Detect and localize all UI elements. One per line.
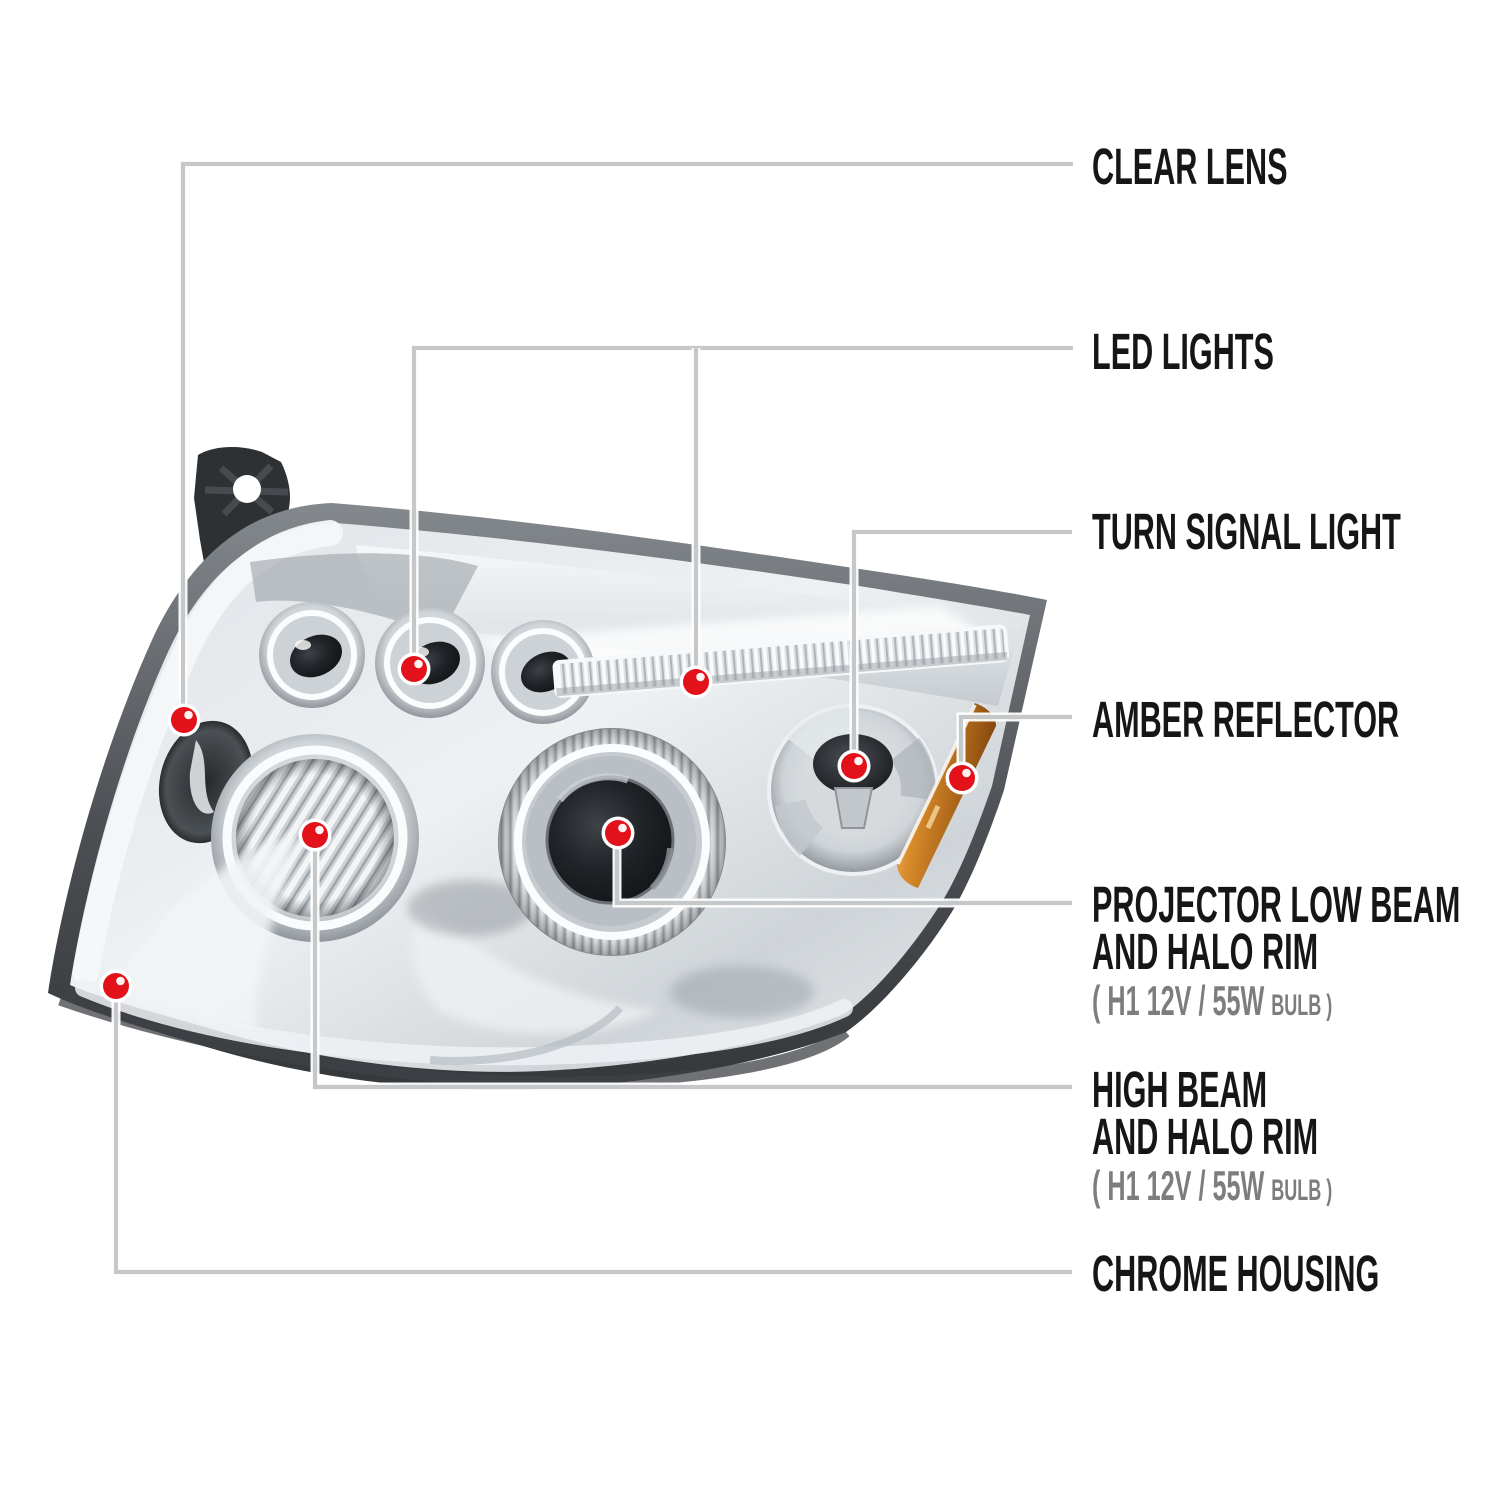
lower-center-highlight bbox=[412, 900, 660, 1034]
chrome-housing-leader-line bbox=[113, 987, 1072, 1275]
chrome-housing-marker-dot bbox=[103, 973, 129, 999]
led-lights-marker-spec bbox=[696, 672, 705, 682]
turn-signal-assembly bbox=[767, 704, 939, 876]
clear-lens-marker-spec bbox=[184, 710, 193, 720]
led-lights-marker-dot bbox=[683, 669, 709, 695]
bottom-ring-arc bbox=[429, 1005, 623, 1065]
shadow-pocket-2 bbox=[670, 966, 814, 1018]
clear-lens-leader-casing bbox=[178, 159, 1073, 720]
amber-reflector-marker-dot bbox=[949, 765, 975, 791]
bracket-hole bbox=[233, 475, 261, 503]
projector-low-beam-marker-dot bbox=[605, 820, 631, 846]
led-lights-leader-line bbox=[411, 345, 1073, 669]
turn-signal-light-marker-spec bbox=[854, 756, 863, 766]
shadow-pocket-1 bbox=[408, 880, 532, 936]
led-lights-leader-casing bbox=[409, 343, 1073, 669]
amber-reflector-leader-casing bbox=[956, 712, 1072, 778]
led-lights-marker-dot bbox=[401, 656, 427, 682]
clear-lens-band bbox=[73, 520, 343, 985]
high-beam-marker-spec bbox=[315, 825, 324, 835]
small-halo-rings bbox=[259, 602, 595, 724]
amber-reflector-marker-spec bbox=[962, 768, 971, 778]
amber-reflector-leader-line bbox=[958, 714, 1072, 778]
turn-signal-light-leader-line bbox=[851, 529, 1072, 766]
high-beam-marker-dot bbox=[302, 822, 328, 848]
small-halo-ring-2 bbox=[375, 608, 485, 718]
projector-low-beam-marker-spec bbox=[618, 823, 627, 833]
pocket-glint bbox=[189, 740, 214, 814]
turn-signal-light-marker-dot bbox=[841, 753, 867, 779]
chrome-housing-leader-casing bbox=[111, 987, 1072, 1277]
bottom-trim bbox=[58, 994, 850, 1088]
led-strip bbox=[552, 624, 1010, 698]
clear-lens-leader-line bbox=[180, 161, 1073, 720]
projector-low-beam-leader-casing bbox=[612, 834, 1072, 908]
lens-specular-wedge bbox=[470, 606, 1008, 672]
high-beam-leader-casing bbox=[310, 836, 1072, 1092]
clear-lens-marker-dot bbox=[171, 707, 197, 733]
lower-left-highlight bbox=[112, 832, 300, 1030]
high-beam-leader-line bbox=[312, 836, 1072, 1090]
led-lights-marker-spec bbox=[414, 659, 423, 669]
chrome-housing-marker-spec bbox=[116, 976, 125, 986]
small-halo-ring-1 bbox=[259, 602, 365, 708]
projector-low-beam-leader-line bbox=[614, 834, 1072, 906]
